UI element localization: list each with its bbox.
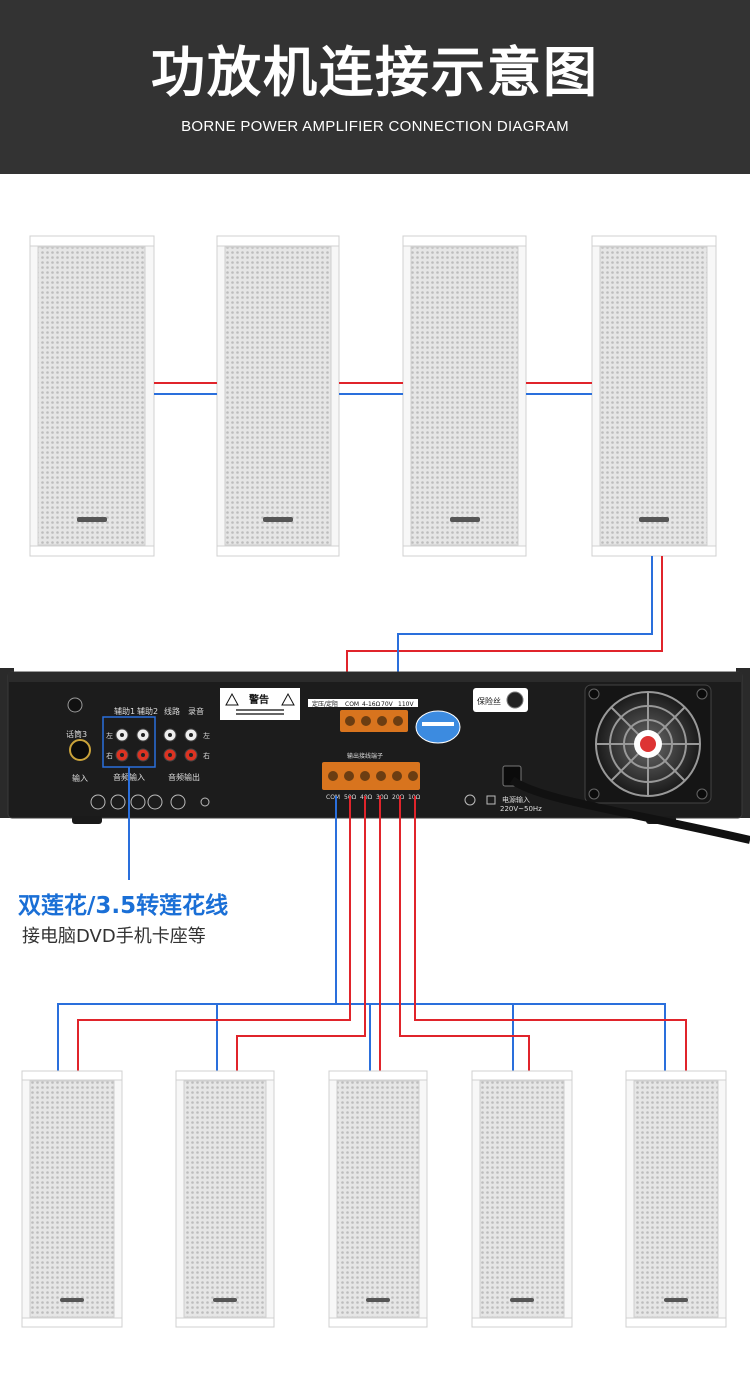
brand-sticker bbox=[415, 710, 461, 744]
brand-logo bbox=[664, 1298, 688, 1302]
svg-text:左: 左 bbox=[203, 731, 210, 740]
top-speaker-1 bbox=[29, 235, 155, 557]
brand-logo bbox=[366, 1298, 390, 1302]
svg-text:话筒3: 话筒3 bbox=[66, 729, 87, 739]
rca-output-group: 线路 录音 左 右 音频输出 bbox=[163, 706, 210, 782]
bottom-speaker-4 bbox=[471, 1070, 573, 1328]
svg-text:右: 右 bbox=[106, 751, 113, 760]
svg-text:电源输入: 电源输入 bbox=[502, 795, 530, 804]
cable-caption-title: 双莲花/3.5转莲花线 bbox=[18, 893, 229, 919]
svg-text:左: 左 bbox=[106, 731, 113, 740]
amplifier-rear-panel: 话筒3 输入 辅助1 辅助2 左 右 音频输入 线路 录音 左 右 音频输出 bbox=[0, 668, 750, 844]
svg-text:保险丝: 保险丝 bbox=[477, 696, 501, 706]
fuse-holder: 保险丝 bbox=[473, 688, 528, 712]
top-speaker-3 bbox=[402, 235, 527, 557]
svg-text:辅助1: 辅助1 bbox=[114, 706, 135, 716]
svg-text:输入: 输入 bbox=[72, 773, 88, 783]
page-title: 功放机连接示意图 bbox=[151, 41, 599, 104]
bottom-speaker-3 bbox=[328, 1070, 428, 1328]
bottom-speaker-2 bbox=[175, 1070, 275, 1328]
svg-text:辅助2: 辅助2 bbox=[137, 706, 158, 716]
svg-text:线路: 线路 bbox=[164, 706, 180, 716]
ground-icon bbox=[464, 794, 476, 806]
power-cord bbox=[509, 776, 750, 844]
svg-text:右: 右 bbox=[203, 751, 210, 760]
svg-text:定压/定阻: 定压/定阻 bbox=[312, 700, 338, 708]
header-banner: 功放机连接示意图 BORNE POWER AMPLIFIER CONNECTIO… bbox=[0, 0, 750, 174]
brand-logo bbox=[60, 1298, 84, 1302]
top-speaker-4 bbox=[591, 235, 717, 557]
certification-marks bbox=[90, 794, 210, 810]
svg-text:70V: 70V bbox=[381, 701, 394, 708]
brand-logo bbox=[213, 1298, 237, 1302]
svg-text:输出接线端子: 输出接线端子 bbox=[347, 752, 383, 760]
svg-text:4-16Ω: 4-16Ω bbox=[362, 701, 381, 708]
svg-text:COM: COM bbox=[345, 701, 359, 708]
svg-text:20Ω: 20Ω bbox=[392, 794, 405, 801]
cable-caption-subtitle: 接电脑DVD手机卡座等 bbox=[22, 926, 206, 947]
brand-logo bbox=[77, 517, 107, 522]
bottom-speaker-5 bbox=[625, 1070, 727, 1328]
svg-text:音频输出: 音频输出 bbox=[168, 772, 200, 782]
svg-text:录音: 录音 bbox=[188, 706, 204, 716]
svg-text:40Ω: 40Ω bbox=[360, 794, 373, 801]
class-ii-icon bbox=[486, 795, 496, 805]
svg-text:220V~50Hz: 220V~50Hz bbox=[500, 805, 542, 813]
fm-jack bbox=[67, 697, 83, 713]
svg-text:30Ω: 30Ω bbox=[376, 794, 389, 801]
page-subtitle: BORNE POWER AMPLIFIER CONNECTION DIAGRAM bbox=[181, 118, 569, 135]
bottom-speaker-1 bbox=[21, 1070, 123, 1328]
mic-input-jack: 话筒3 输入 bbox=[66, 729, 91, 783]
top-speaker-2 bbox=[216, 235, 340, 557]
svg-text:110V: 110V bbox=[398, 701, 414, 708]
warning-label: 警告 bbox=[220, 688, 300, 720]
brand-logo bbox=[450, 517, 480, 522]
brand-logo bbox=[639, 517, 669, 522]
brand-logo bbox=[510, 1298, 534, 1302]
svg-text:COM: COM bbox=[326, 794, 340, 801]
brand-logo bbox=[263, 517, 293, 522]
cooling-fan bbox=[584, 684, 712, 804]
bottom-speaker-wires bbox=[57, 796, 687, 1072]
svg-text:警告: 警告 bbox=[248, 693, 269, 706]
top-terminal-block: 定压/定阻 COM 4-16Ω 70V 110V bbox=[308, 699, 418, 732]
